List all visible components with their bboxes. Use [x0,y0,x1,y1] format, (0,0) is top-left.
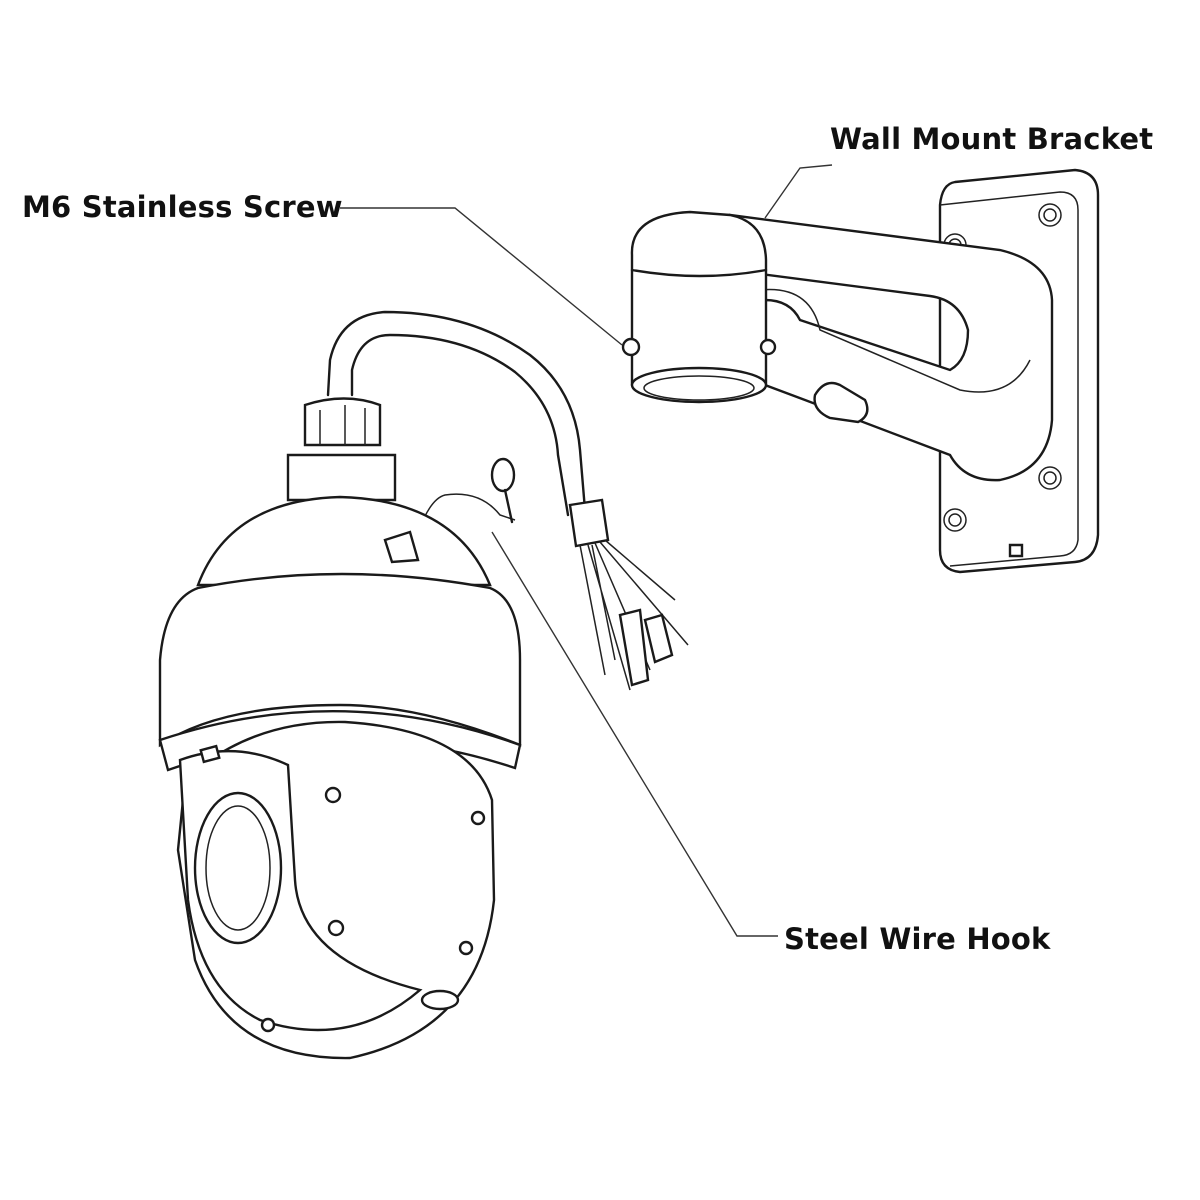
m6-screw-label: M6 Stainless Screw [22,190,343,224]
cable-sleeve [568,498,610,548]
steel-wire-hook-leader [491,531,778,937]
leader-lines [340,164,833,937]
wall-mount-bracket [621,168,1100,574]
camera-lens [193,791,283,945]
camera-cable [326,310,689,691]
wall-mount-bracket-label: Wall Mount Bracket [830,122,1154,156]
m6-screw-leader [340,207,623,346]
wall-bracket-leader [764,164,833,219]
speed-dome-camera [158,397,522,1060]
steel-wire-hook-label: Steel Wire Hook [784,922,1051,956]
m6-screw [621,337,641,357]
